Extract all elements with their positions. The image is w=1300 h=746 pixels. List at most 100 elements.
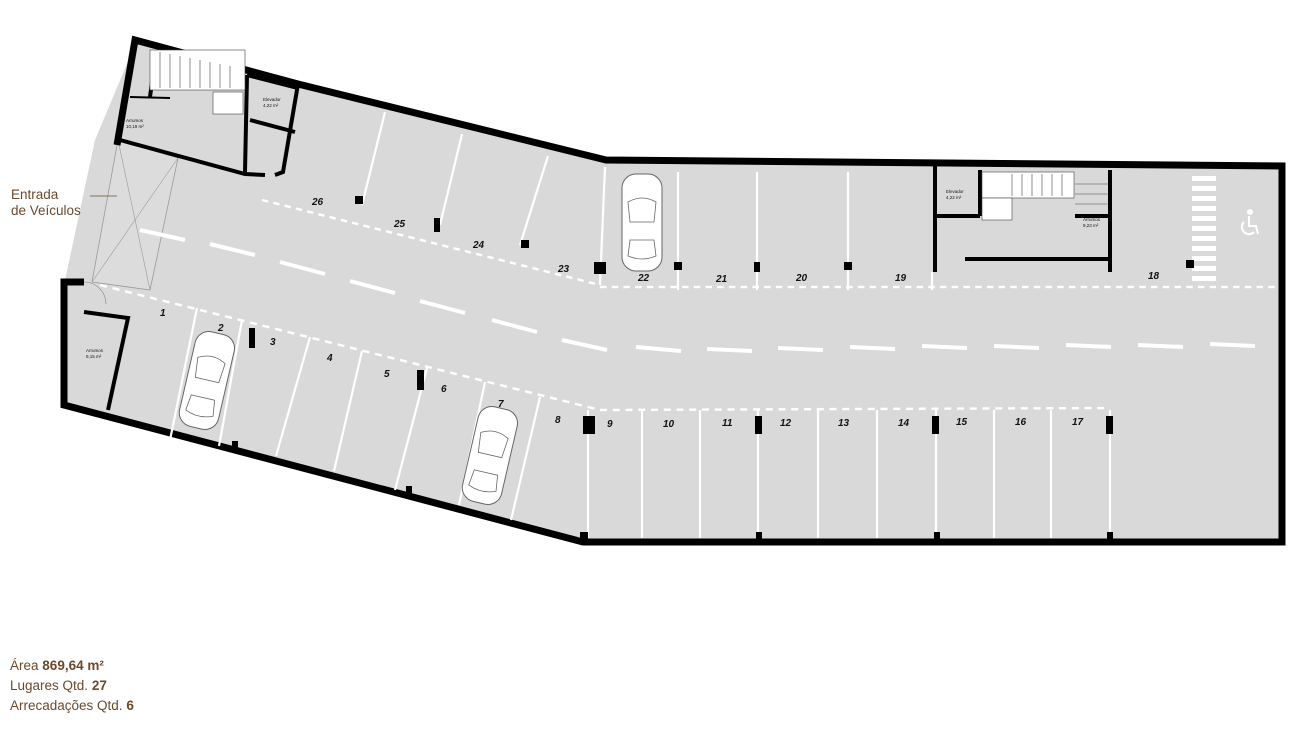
accessible-parking-icon: [1240, 209, 1259, 236]
storage-value: 6: [126, 698, 134, 713]
lane-dash: [419, 299, 466, 315]
spot-boundaries: [99, 198, 1275, 412]
boundary-dash: [262, 324, 270, 329]
lane-dash: [706, 347, 753, 353]
boundary-dash: [554, 272, 562, 277]
lane-dash: [561, 338, 608, 352]
boundary-dash: [340, 218, 348, 223]
boundary-dash: [462, 374, 470, 379]
column: [932, 416, 939, 434]
storage-label: Arrecadações Qtd.: [10, 698, 123, 713]
spot-divider: [274, 336, 312, 457]
column: [580, 532, 588, 540]
lane-dash: [209, 242, 256, 257]
car-icon: [461, 406, 518, 505]
column: [754, 262, 760, 272]
boundary-dash: [543, 269, 551, 274]
boundary-dash: [577, 278, 584, 283]
boundary-dash: [396, 232, 404, 237]
boundary-dash: [565, 275, 573, 280]
spot-number-21: 21: [715, 274, 728, 285]
storage-c-name: Arrumos: [1083, 217, 1101, 222]
storage-b-area: 9,15 m²: [86, 354, 102, 359]
column: [355, 196, 363, 204]
storage-b-name: Arrumos: [86, 348, 104, 353]
boundary-dash: [287, 330, 295, 335]
boundary-dash: [419, 238, 427, 243]
boundary-dash: [532, 266, 539, 271]
storage-c-area: 9,23 m²: [1083, 223, 1099, 228]
stairs-b: [981, 171, 1108, 221]
spot-number-4: 4: [326, 353, 333, 364]
boundary-dash: [212, 311, 220, 317]
boundary-dash: [487, 255, 494, 260]
boundary-dash: [588, 281, 596, 285]
elevator-b-name: Elevador: [946, 189, 964, 194]
spot-divider: [360, 111, 387, 206]
stairs-a: [149, 49, 246, 115]
car-icon: [621, 173, 663, 272]
boundary-dash: [487, 380, 495, 385]
column: [755, 416, 762, 434]
column: [594, 262, 606, 274]
boundary-dash: [498, 258, 506, 263]
spot-number-2: 2: [217, 323, 224, 334]
spot-number-6: 6: [441, 384, 447, 395]
boundary-dash: [337, 343, 345, 348]
elevator-a-name: Elevador: [263, 97, 281, 102]
spot-number-14: 14: [898, 418, 910, 429]
column: [1107, 532, 1113, 539]
boundary-dash: [351, 221, 359, 226]
lane-dash: [849, 345, 896, 351]
spot-number-3: 3: [270, 337, 276, 348]
boundary-dash: [99, 283, 108, 288]
spot-number-1: 1: [160, 308, 166, 319]
spot-number-17: 17: [1072, 417, 1084, 428]
structural-columns: [232, 196, 1194, 540]
spot-number-5: 5: [384, 369, 390, 380]
boundary-dash: [363, 224, 370, 229]
spot-divider: [168, 307, 199, 441]
spot-divider: [438, 133, 464, 226]
boundary-dash: [306, 210, 314, 215]
pedestrian-crossing: [1192, 176, 1216, 281]
column: [934, 532, 940, 539]
vehicle-entrance-label: Entrada de Veículos: [11, 187, 81, 219]
lane-dash: [777, 346, 824, 352]
lane-dash: [1137, 343, 1184, 349]
boundary-dash: [124, 290, 133, 295]
spot-number-8: 8: [555, 415, 561, 426]
boundary-dash: [362, 349, 370, 354]
boundary-dash: [449, 371, 458, 376]
lane-dash: [139, 228, 186, 242]
spot-number-25: 25: [393, 219, 406, 230]
spot-number-19: 19: [895, 273, 907, 284]
boundary-dash: [274, 327, 283, 332]
boundary-dash: [374, 227, 382, 232]
boundary-dash: [295, 207, 303, 212]
boundary-dash: [520, 264, 528, 268]
boundary-dash: [587, 405, 595, 410]
spot-number-13: 13: [838, 418, 850, 429]
column: [434, 218, 440, 232]
lane-dash: [1209, 342, 1256, 348]
column: [232, 441, 238, 448]
boundary-dash: [399, 358, 408, 363]
boundary-dash: [318, 213, 325, 217]
boundary-dash: [385, 230, 393, 234]
boundary-dash: [224, 315, 233, 320]
storage-row: Arrecadações Qtd. 6: [10, 696, 134, 716]
column: [674, 262, 682, 270]
boundary-dash: [329, 215, 337, 220]
boundary-dash: [112, 286, 120, 292]
boundary-dash: [474, 377, 483, 382]
boundary-dash: [574, 402, 583, 407]
lane-dash: [993, 344, 1040, 350]
boundary-dash: [149, 296, 158, 301]
boundary-dash: [512, 386, 520, 392]
column: [583, 416, 595, 434]
area-value: 869,64 m²: [42, 658, 104, 673]
spot-divider: [509, 396, 542, 521]
boundary-dash: [412, 361, 420, 367]
